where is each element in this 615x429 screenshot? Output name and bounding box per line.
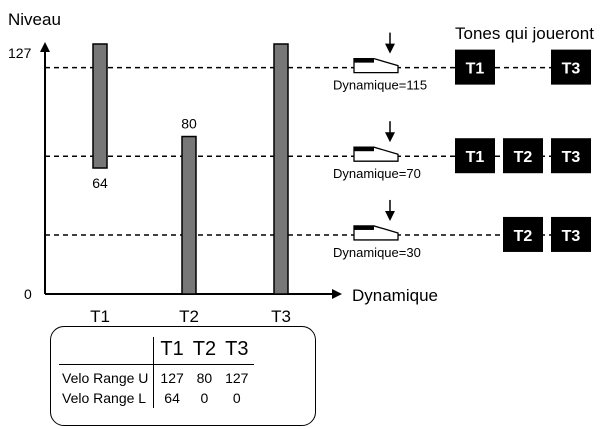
y-axis-label: Niveau: [8, 10, 61, 29]
tone-axis-label: T3: [271, 307, 291, 326]
row-label-lower: Velo Range L: [59, 388, 155, 408]
cell-upper-t1: 127: [160, 370, 184, 386]
cell-upper-t2: 80: [196, 370, 213, 386]
key-press-icon: [353, 225, 399, 241]
y-max-label: 127: [8, 45, 32, 61]
origin-label: 0: [24, 286, 32, 302]
key-press-icon: [353, 57, 399, 74]
velocity-range-bar: [92, 43, 108, 169]
velocity-range-table: T1 T2 T3 Velo Range U 127 80 127 Velo Ra…: [50, 326, 316, 426]
bar-high-label: 80: [181, 116, 197, 132]
table-row: Velo Range U 127 80 127: [59, 364, 254, 388]
col-header-t3: T3: [219, 337, 255, 365]
key-press-icon: [353, 146, 399, 162]
tone-tile-label: T1: [466, 149, 485, 166]
velocity-level-label: Dynamique=115: [333, 78, 427, 93]
cell-upper-t3: 127: [225, 370, 249, 386]
tone-axis-label: T2: [179, 307, 199, 326]
tones-title: Tones qui joueront: [455, 24, 594, 43]
table-corner: [59, 337, 155, 365]
x-axis-label: Dynamique: [352, 286, 438, 305]
table-row: Velo Range L 64 0 0: [59, 388, 254, 408]
cell-lower-t1: 64: [164, 390, 180, 406]
tone-tile: [455, 49, 495, 85]
tone-tile-label: T3: [562, 228, 581, 245]
tone-tile: [503, 138, 543, 174]
velocity-range-bar: [273, 43, 289, 295]
tone-tile: [551, 216, 591, 252]
tone-tile-label: T1: [466, 61, 485, 78]
velocity-range-bar: [181, 135, 197, 295]
tone-tile: [455, 138, 495, 174]
col-header-t1: T1: [153, 337, 190, 365]
bar-low-label: 64: [92, 175, 108, 191]
cell-lower-t2: 0: [200, 390, 209, 406]
tone-tile-label: T2: [514, 149, 533, 166]
tone-tile: [551, 138, 591, 174]
row-label-upper: Velo Range U: [59, 364, 155, 388]
col-header-t2: T2: [189, 337, 220, 365]
tone-tile-label: T3: [562, 149, 581, 166]
cell-lower-t3: 0: [232, 390, 241, 406]
tone-tile: [551, 49, 591, 85]
velocity-level-label: Dynamique=30: [333, 245, 421, 260]
tone-tile-label: T2: [514, 228, 533, 245]
velocity-range-diagram: Niveau Tones qui joueront 127 0 Dynamiqu…: [8, 10, 594, 326]
tone-tile-label: T3: [562, 61, 581, 78]
velocity-level-label: Dynamique=70: [333, 166, 421, 181]
tone-tile: [503, 216, 543, 252]
tone-axis-label: T1: [90, 307, 110, 326]
